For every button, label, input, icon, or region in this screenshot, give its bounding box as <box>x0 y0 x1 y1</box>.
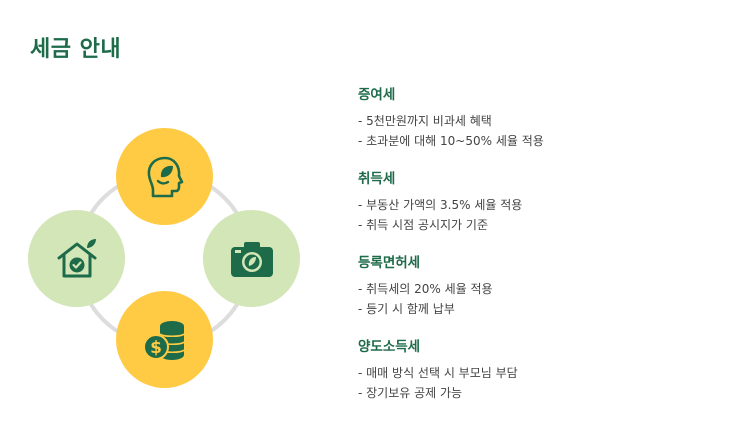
tax-section-capital-gains: 양도소득세 - 매매 방식 선택 시 부모님 부담 - 장기보유 공제 가능 <box>358 338 698 403</box>
tax-section-registration: 등록면허세 - 취득세의 20% 세율 적용 - 등기 시 함께 납부 <box>358 254 698 319</box>
tax-cycle-diagram: $ <box>28 128 300 390</box>
coins-dollar-icon: $ <box>142 320 185 360</box>
tax-detail: - 장기보유 공제 가능 <box>358 386 463 400</box>
node-capital-gains-tax: $ <box>116 291 213 388</box>
tax-title: 등록면허세 <box>358 255 421 271</box>
tax-detail: - 취득 시점 공시지가 기준 <box>358 218 488 232</box>
home-check-icon <box>57 238 96 277</box>
tax-detail: - 등기 시 함께 납부 <box>358 302 455 316</box>
page-title: 세금 안내 <box>30 37 122 62</box>
tax-detail: - 취득세의 20% 세율 적용 <box>358 282 493 296</box>
tax-list: 증여세 - 5천만원까지 비과세 혜택 - 초과분에 대해 10~50% 세율 … <box>358 86 698 422</box>
tax-detail: - 매매 방식 선택 시 부모님 부담 <box>358 366 518 380</box>
node-registration-tax <box>203 210 300 307</box>
camera-leaf-icon <box>230 241 273 277</box>
tax-detail: - 초과분에 대해 10~50% 세율 적용 <box>358 134 544 148</box>
svg-text:$: $ <box>150 338 162 358</box>
head-leaf-icon <box>147 156 183 197</box>
node-gift-tax <box>116 128 213 225</box>
tax-title: 양도소득세 <box>358 339 421 355</box>
node-acquisition-tax <box>28 210 125 307</box>
tax-detail: - 부동산 가액의 3.5% 세율 적용 <box>358 198 523 212</box>
tax-title: 취득세 <box>358 171 396 187</box>
tax-title: 증여세 <box>358 87 396 103</box>
tax-detail: - 5천만원까지 비과세 혜택 <box>358 114 492 128</box>
tax-section-gift: 증여세 - 5천만원까지 비과세 혜택 - 초과분에 대해 10~50% 세율 … <box>358 86 698 151</box>
tax-section-acquisition: 취득세 - 부동산 가액의 3.5% 세율 적용 - 취득 시점 공시지가 기준 <box>358 170 698 235</box>
